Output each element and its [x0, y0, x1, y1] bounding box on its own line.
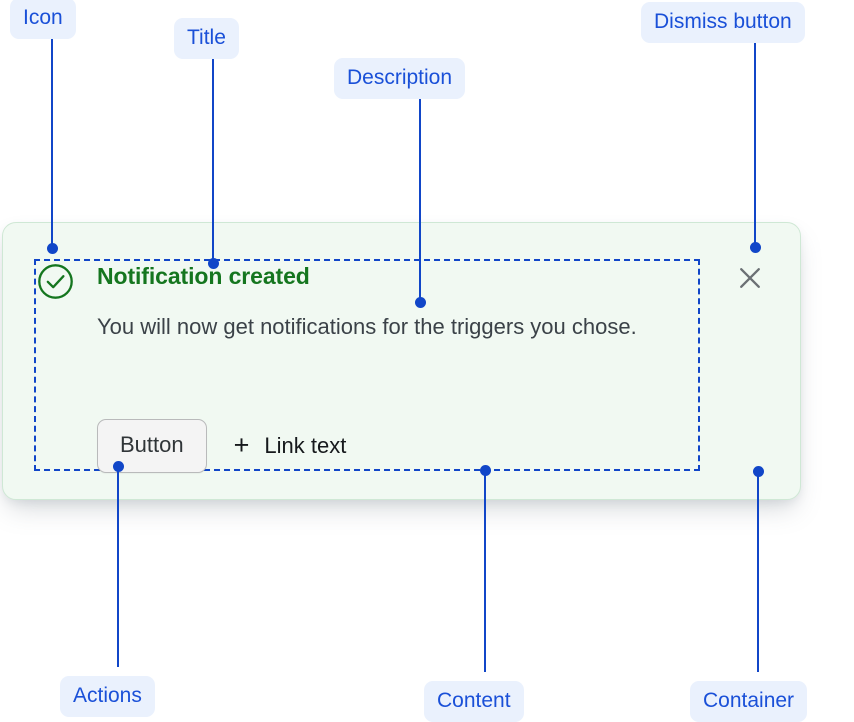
annotation-leader-line-dismiss-button	[754, 38, 757, 247]
notification-title: Notification created	[97, 263, 310, 289]
check-circle-icon	[37, 263, 74, 300]
notification-container: Notification created You will now get no…	[2, 222, 801, 500]
dismiss-button[interactable]	[732, 261, 768, 297]
annotation-leader-line-title	[212, 54, 215, 263]
annotation-label-dismiss-button: Dismiss button	[641, 2, 805, 43]
annotation-dot-container	[752, 465, 764, 477]
annotation-label-icon: Icon	[10, 0, 76, 39]
annotation-dot-icon	[46, 242, 58, 254]
annotation-leader-line-actions	[117, 466, 120, 667]
annotation-dot-description	[414, 296, 426, 308]
annotation-label-content: Content	[424, 681, 524, 722]
annotation-leader-line-icon	[51, 33, 54, 248]
annotation-leader-line-container	[757, 471, 760, 672]
notification-text-block: Notification created You will now get no…	[97, 261, 693, 346]
content-region-outline	[34, 259, 700, 471]
annotation-dot-content	[479, 464, 491, 476]
annotation-leader-line-description	[419, 95, 422, 302]
notification-actions: Button + Link text	[97, 419, 346, 473]
annotation-label-container: Container	[690, 681, 808, 722]
annotation-leader-line-content	[484, 470, 487, 672]
annotation-dot-actions	[112, 460, 124, 472]
annotation-label-actions: Actions	[60, 676, 155, 717]
annotation-label-title: Title	[174, 18, 239, 59]
action-link[interactable]: + Link text	[233, 429, 347, 460]
annotation-dot-title	[207, 257, 219, 269]
action-link-label: Link text	[264, 433, 347, 458]
notification-description: You will now get notifications for the t…	[97, 314, 637, 339]
close-icon	[737, 265, 763, 294]
plus-icon: +	[233, 429, 250, 460]
annotation-label-description: Description	[334, 58, 466, 99]
annotation-dot-dismiss-button	[749, 241, 761, 253]
